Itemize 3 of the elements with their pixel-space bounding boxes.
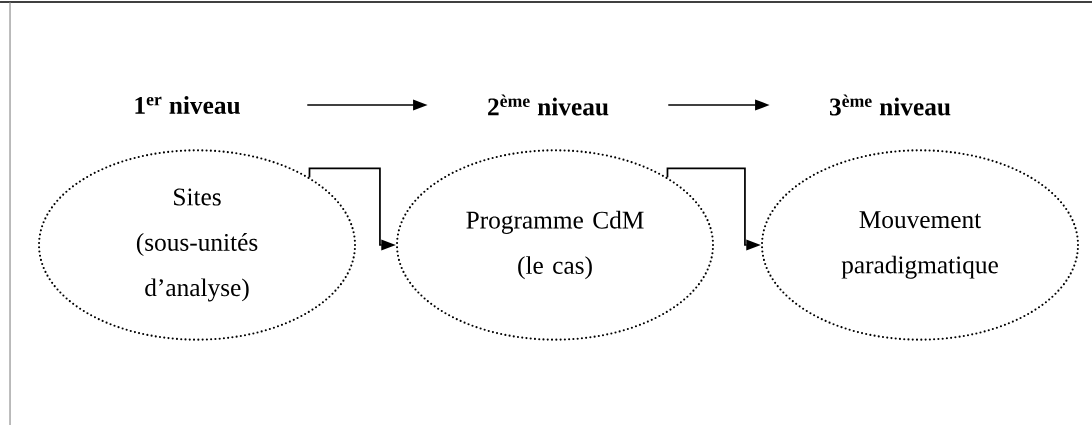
level-heading: 3$^{ème}$ niveau — [830, 94, 951, 116]
level-heading: 2$^{ème}$ niveau — [488, 94, 609, 116]
level-heading: 1$^{er}$ niveau — [135, 96, 240, 114]
